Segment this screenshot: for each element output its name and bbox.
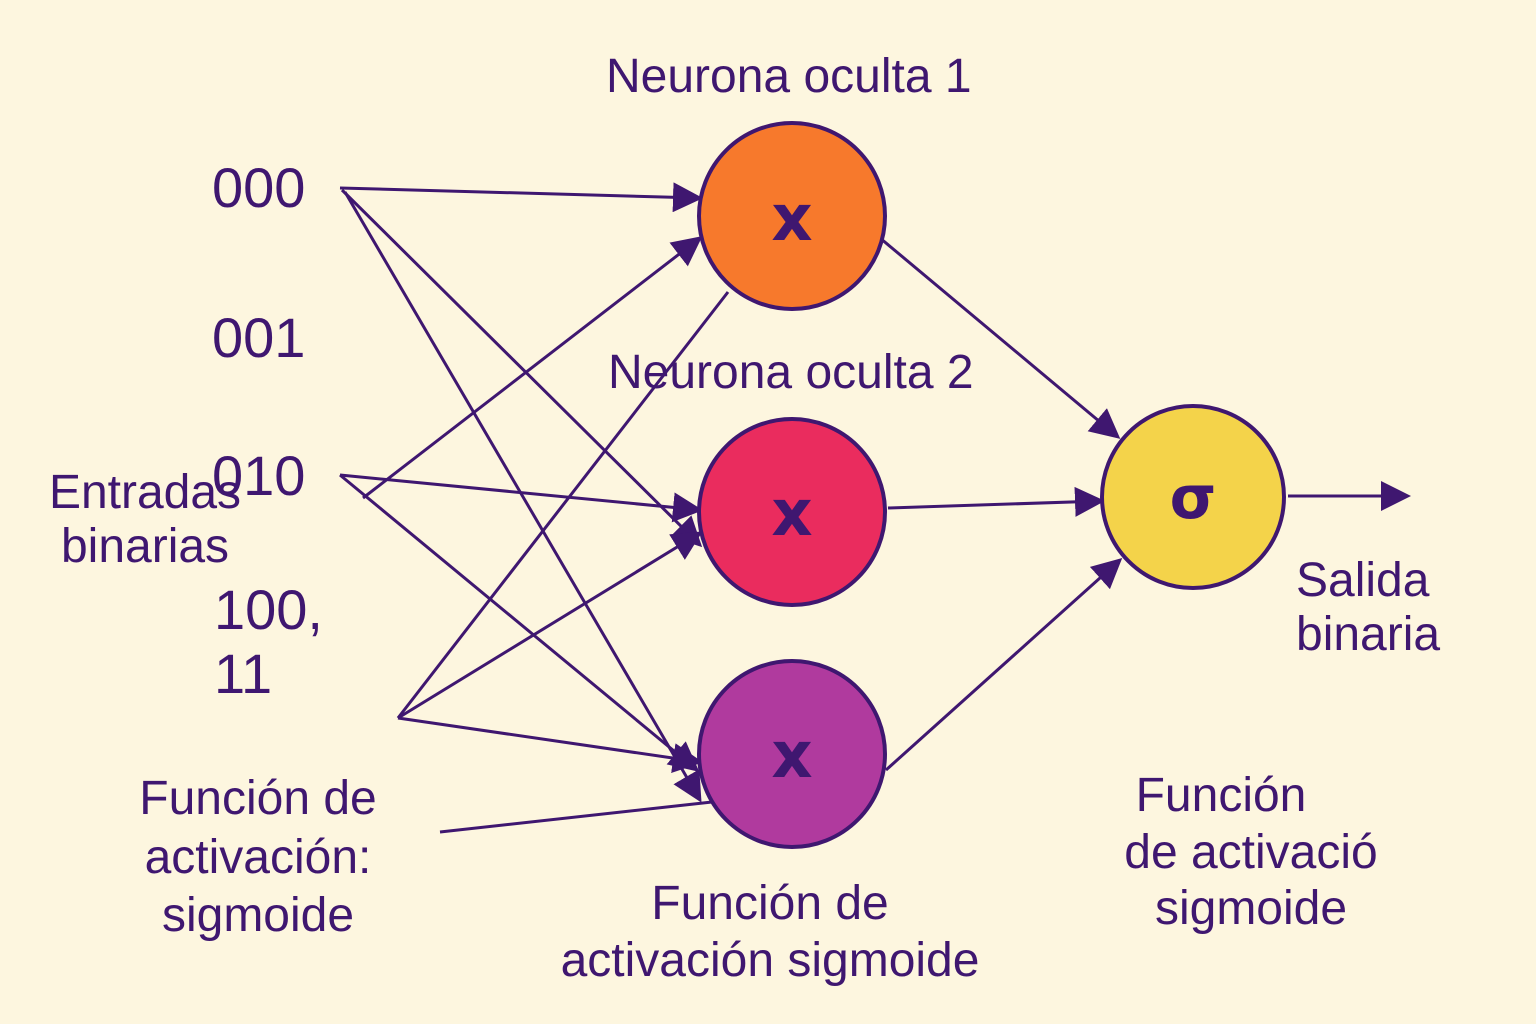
inputs-label-line-1: Entradas [48, 466, 242, 519]
hidden-neuron-2 [697, 417, 887, 607]
input-11: 11 [214, 642, 273, 705]
hidden-neuron-2-title: Neurona oculta 2 [608, 346, 974, 399]
left-activation-line-1: Función de [139, 772, 377, 825]
input-100: 100, [214, 578, 323, 641]
left-activation-label: Función de activación: sigmoide [108, 770, 408, 946]
hidden-neuron-1 [697, 121, 887, 311]
right-activation-label: Función de activació sigmoide [1096, 768, 1406, 938]
edge-fan-h1 [396, 291, 730, 719]
edge-010-h3 [339, 473, 700, 772]
edge-activation-h3 [439, 800, 713, 834]
bottom-activation-line-1: Función de [651, 877, 889, 930]
edge-h3-out [884, 557, 1123, 772]
inputs-label: Entradas binarias [24, 466, 266, 574]
edge-h2-out [887, 486, 1105, 517]
hidden-neuron-1-symbol: x [771, 182, 812, 256]
bottom-activation-line-2: activación sigmoide [560, 933, 980, 987]
edge-h1-out [879, 236, 1121, 439]
right-activation-line-3: sigmoide [1154, 882, 1348, 936]
edge-lower-h1 [362, 236, 703, 500]
hidden-neuron-3 [697, 659, 887, 849]
left-activation-line-3: sigmoide [161, 889, 355, 943]
input-000: 000 [212, 156, 306, 219]
output-neuron-symbol: σ [1170, 463, 1217, 533]
edge-fan-h3 [397, 716, 703, 773]
right-activation-line-2: de activació [1124, 825, 1378, 879]
hidden-neuron-1-title: Neurona oculta 1 [606, 50, 972, 103]
edge-010-h2 [339, 473, 703, 523]
output-neuron [1100, 404, 1286, 590]
output-label-line-1: Salida [1296, 554, 1430, 607]
hidden-neuron-3-symbol: x [771, 719, 812, 793]
hidden-neuron-2-symbol: x [771, 477, 812, 551]
edge-000-h1 [339, 182, 703, 213]
output-label-line-2: binaria [1296, 607, 1441, 661]
input-010: 010 [212, 444, 306, 507]
input-001: 001 [212, 306, 306, 369]
edge-000-h3 [343, 191, 702, 803]
output-label: Salida binaria [1296, 554, 1440, 662]
inputs-label-line-2: binarias [60, 520, 230, 574]
bottom-activation-label: Función de activación sigmoide [520, 876, 1020, 989]
edge-000-h2 [340, 188, 703, 548]
left-activation-line-2: activación: [144, 830, 372, 884]
right-activation-line-1: Función [1135, 769, 1307, 822]
edge-fan-h2 [397, 531, 703, 720]
